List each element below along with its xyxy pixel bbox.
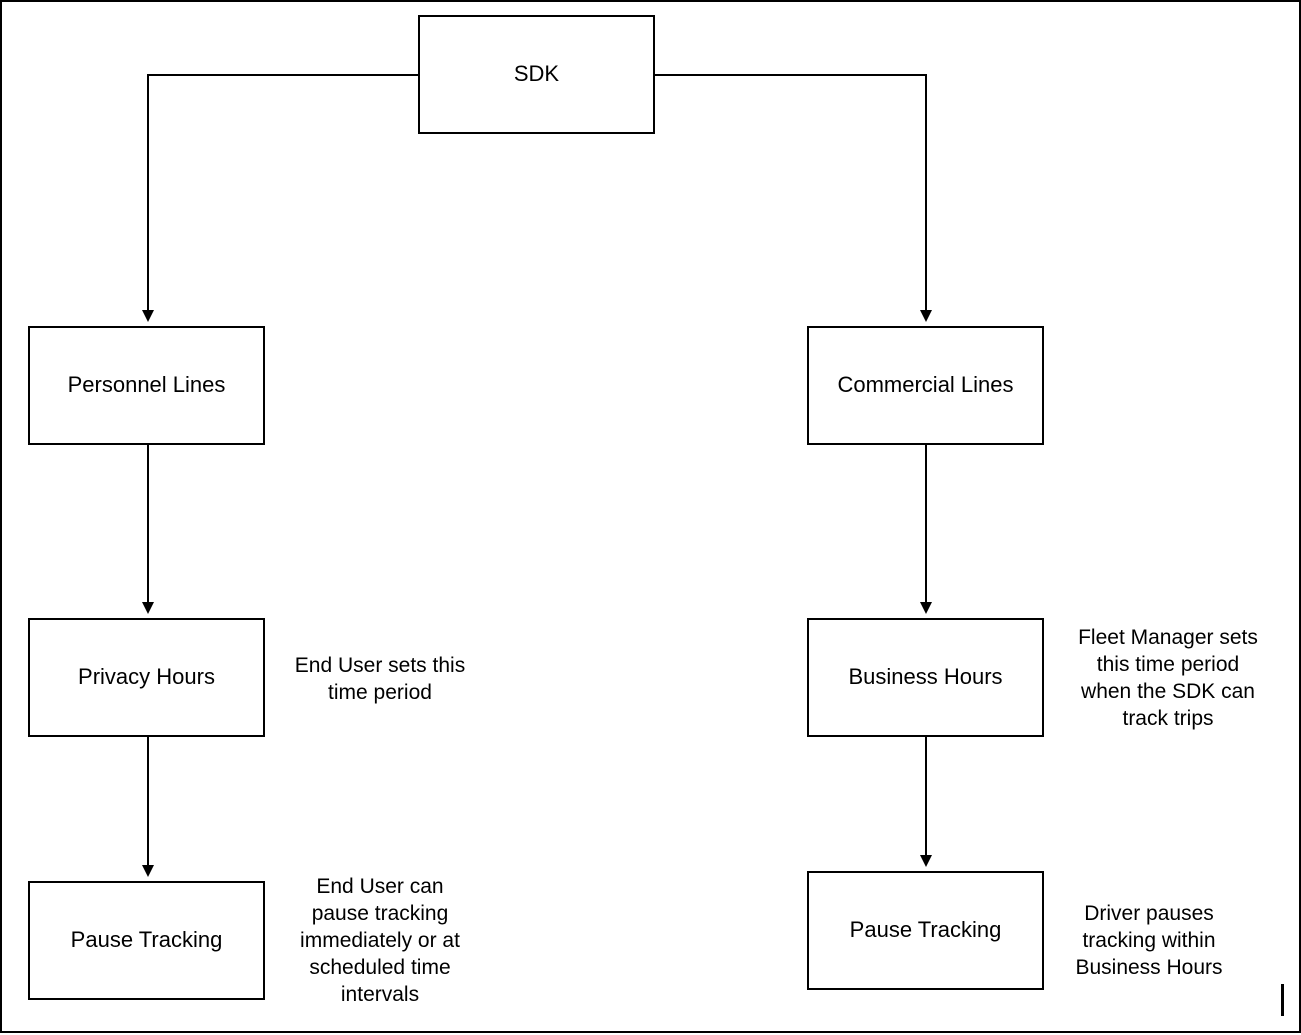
note-pause-tracking-right: Driver pauses tracking within Business H… — [1075, 902, 1223, 979]
node-commercial-lines: Commercial Lines — [807, 326, 1044, 445]
node-pause-tracking-left-label: Pause Tracking — [70, 927, 223, 953]
node-privacy-hours-label: Privacy Hours — [78, 664, 215, 690]
node-business-hours: Business Hours — [807, 618, 1044, 737]
node-sdk: SDK — [418, 15, 655, 134]
note-privacy-hours: End User sets this time period — [294, 654, 466, 704]
node-pause-tracking-right-label: Pause Tracking — [849, 917, 1002, 943]
edge-sdk-to-personnel-lines — [142, 74, 420, 322]
node-pause-tracking-right: Pause Tracking — [807, 871, 1044, 990]
node-pause-tracking-left: Pause Tracking — [28, 881, 265, 1000]
node-sdk-label: SDK — [513, 61, 560, 87]
node-personnel-lines: Personnel Lines — [28, 326, 265, 445]
node-privacy-hours: Privacy Hours — [28, 618, 265, 737]
note-pause-tracking-left: End User can pause tracking immediately … — [300, 875, 460, 1006]
node-business-hours-label: Business Hours — [848, 664, 1003, 690]
text-cursor — [1281, 984, 1284, 1016]
edge-sdk-to-commercial-lines — [654, 74, 932, 322]
note-business-hours: Fleet Manager sets this time period when… — [1078, 626, 1258, 730]
node-personnel-lines-label: Personnel Lines — [67, 372, 226, 398]
node-commercial-lines-label: Commercial Lines — [837, 372, 1014, 398]
